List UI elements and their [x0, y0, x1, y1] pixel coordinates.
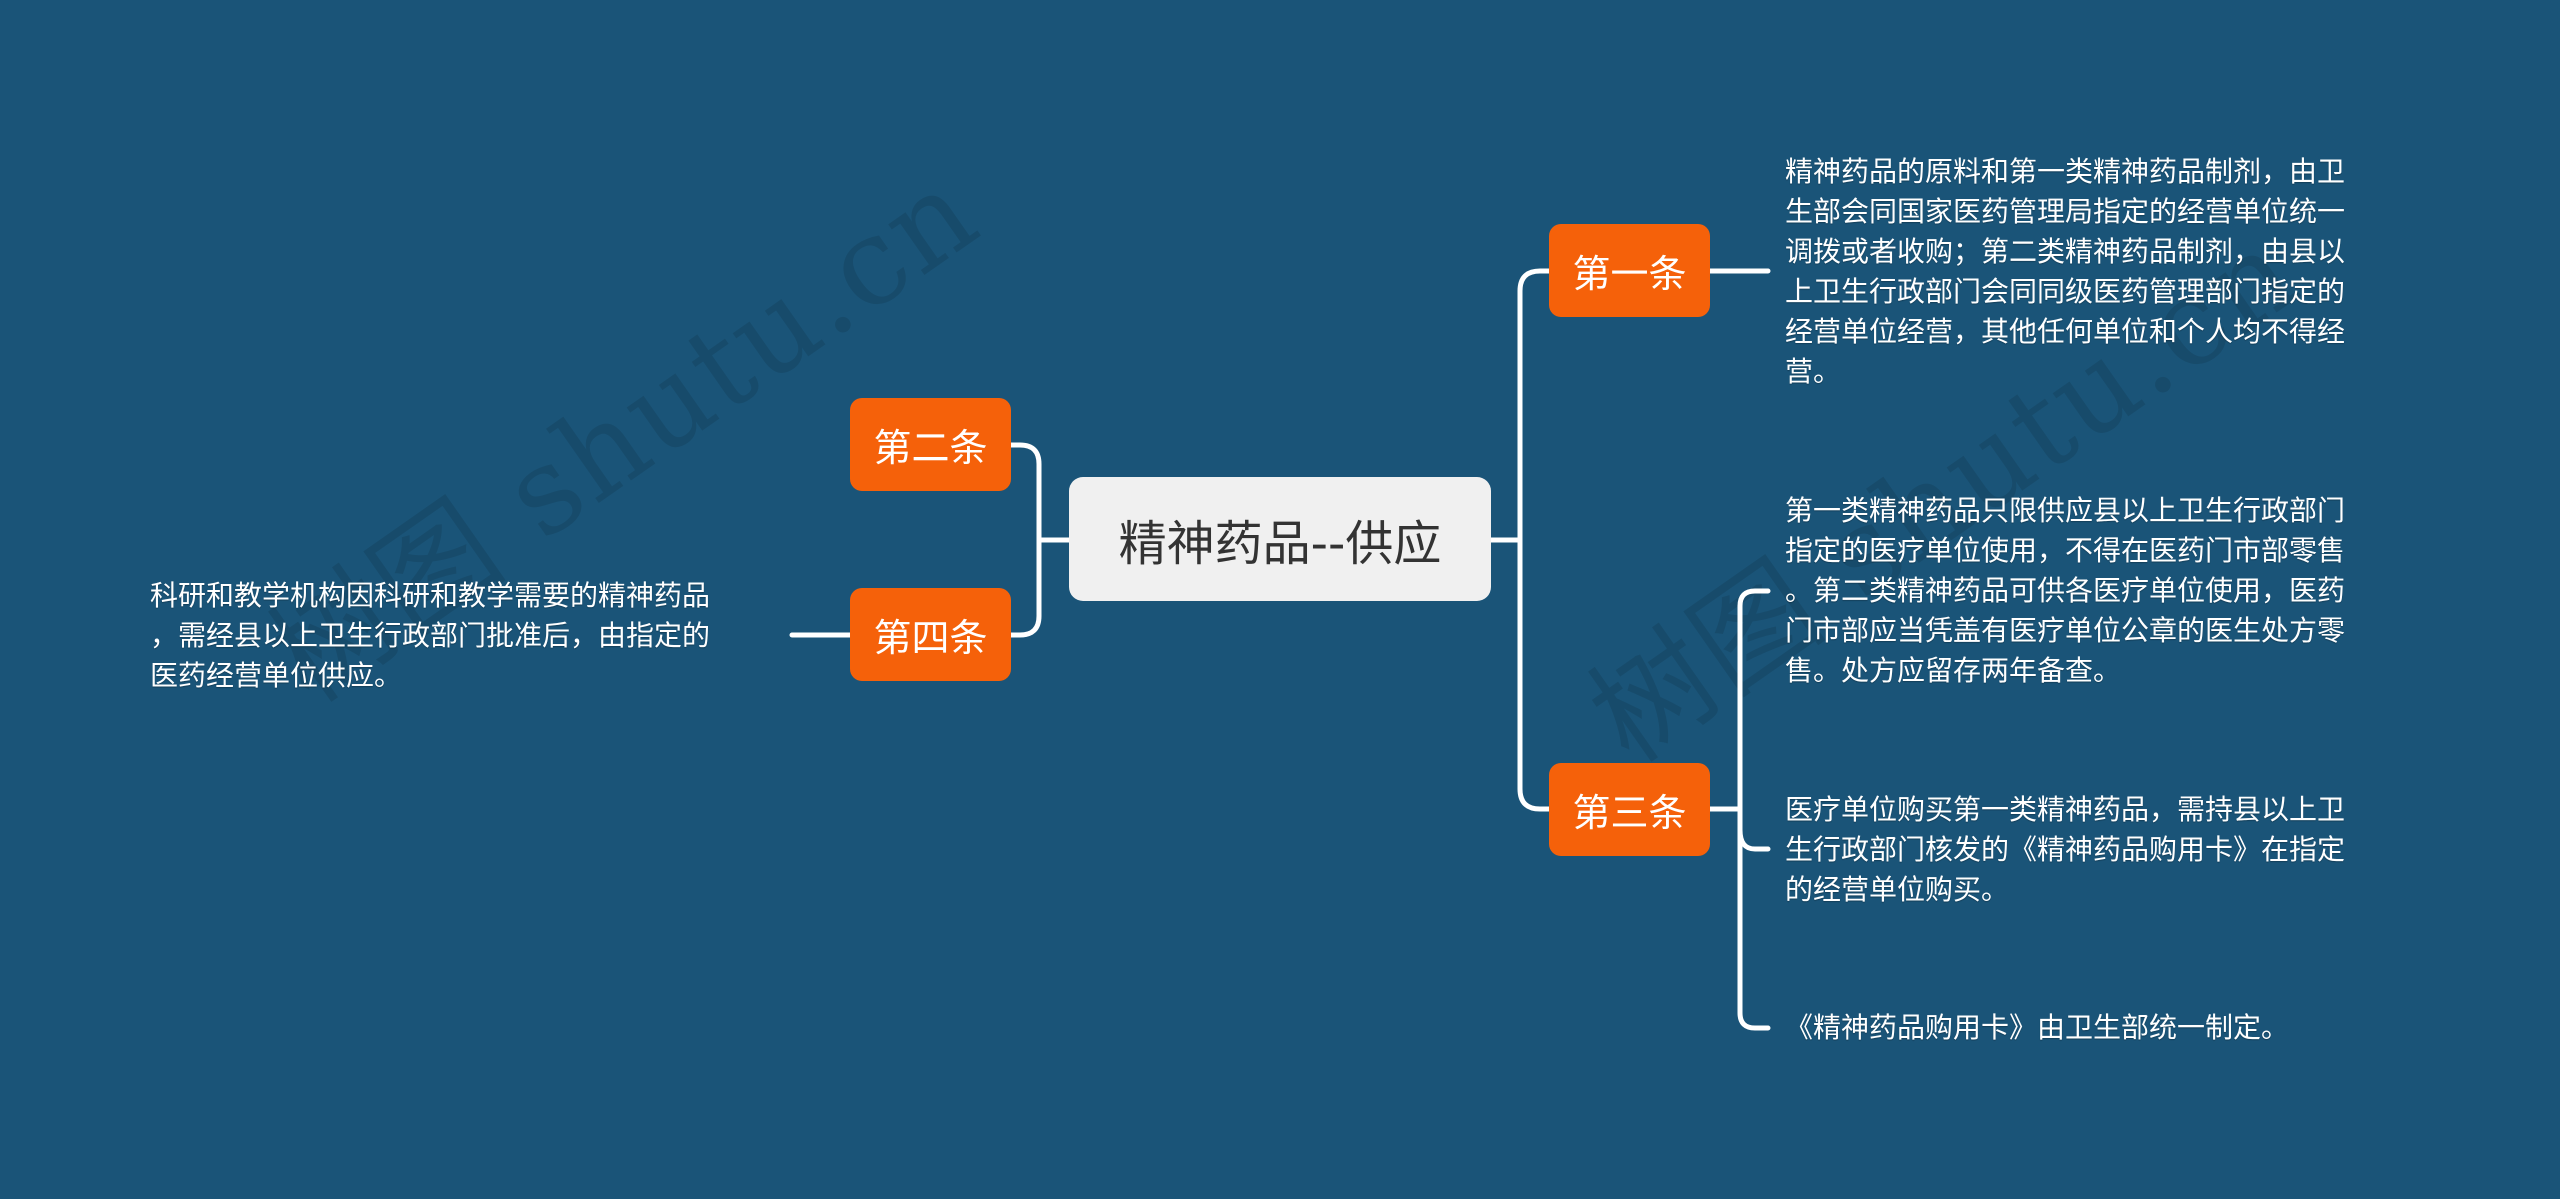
- branch-node-article-1[interactable]: 第一条: [1549, 224, 1710, 317]
- branch-node-article-2[interactable]: 第二条: [850, 398, 1011, 491]
- branch-label: 第四条: [873, 616, 988, 660]
- leaf-node-article-4-text[interactable]: 科研和教学机构因科研和教学需要的精神药品 ，需经县以上卫生行政部门批准后，由指定…: [150, 579, 711, 692]
- branch-label: 第三条: [1572, 791, 1687, 835]
- leaf-node-article-1-text[interactable]: 精神药品的原料和第一类精神药品制剂，由卫 生部会同国家医药管理局指定的经营单位统…: [1785, 155, 2346, 388]
- leaf-node-article-3-text-2[interactable]: 医疗单位购买第一类精神药品，需持县以上卫 生行政部门核发的《精神药品购用卡》在指…: [1785, 793, 2346, 906]
- branch-node-article-4[interactable]: 第四条: [850, 588, 1011, 681]
- branch-node-article-3[interactable]: 第三条: [1549, 763, 1710, 856]
- leaf-node-article-3-text-1[interactable]: 第一类精神药品只限供应县以上卫生行政部门 指定的医疗单位使用，不得在医药门市部零…: [1785, 494, 2346, 687]
- branch-label: 第一条: [1572, 252, 1687, 296]
- leaf-node-article-3-text-3[interactable]: 《精神药品购用卡》由卫生部统一制定。: [1785, 1011, 2290, 1044]
- root-node-label: 精神药品--供应: [1118, 516, 1442, 572]
- root-node[interactable]: 精神药品--供应: [1069, 477, 1491, 601]
- branch-label: 第二条: [873, 426, 988, 470]
